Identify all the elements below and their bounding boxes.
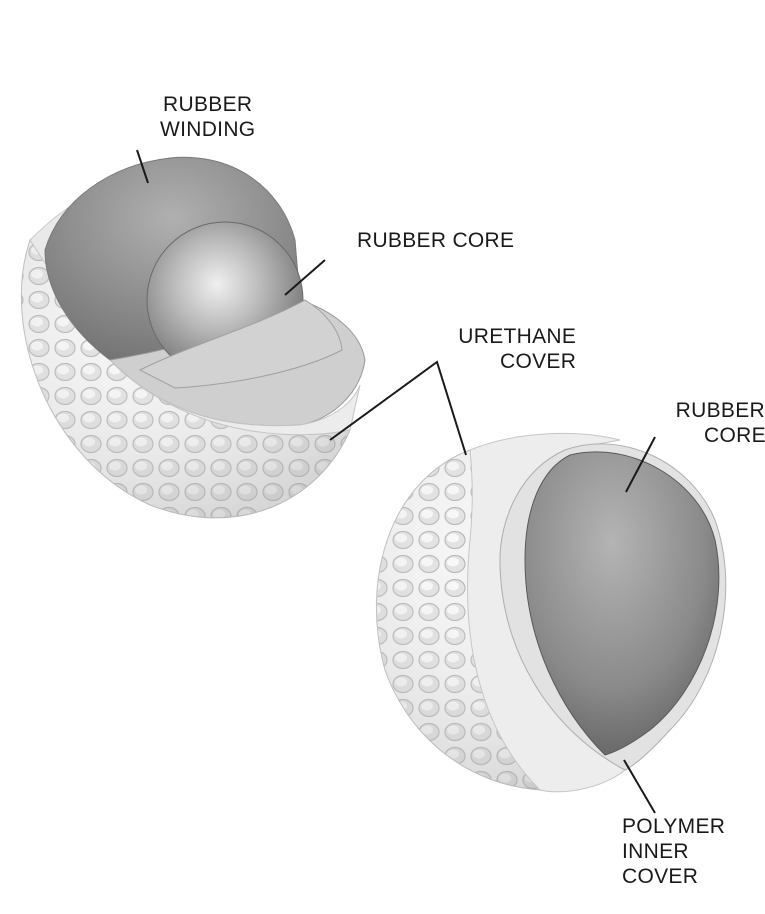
- label-urethane-cover: URETHANE COVER: [440, 324, 576, 374]
- label-rubber-core-top: RUBBER CORE: [357, 228, 514, 253]
- label-polymer-inner-cover: POLYMER INNER COVER: [622, 814, 725, 889]
- leader-polymer-inner-cover: [624, 760, 655, 813]
- wound-ball: [21, 157, 365, 518]
- label-rubber-core-bottom: RUBBER CORE: [668, 398, 765, 448]
- two-piece-ball: [376, 433, 725, 791]
- label-rubber-winding: RUBBER WINDING: [160, 92, 255, 142]
